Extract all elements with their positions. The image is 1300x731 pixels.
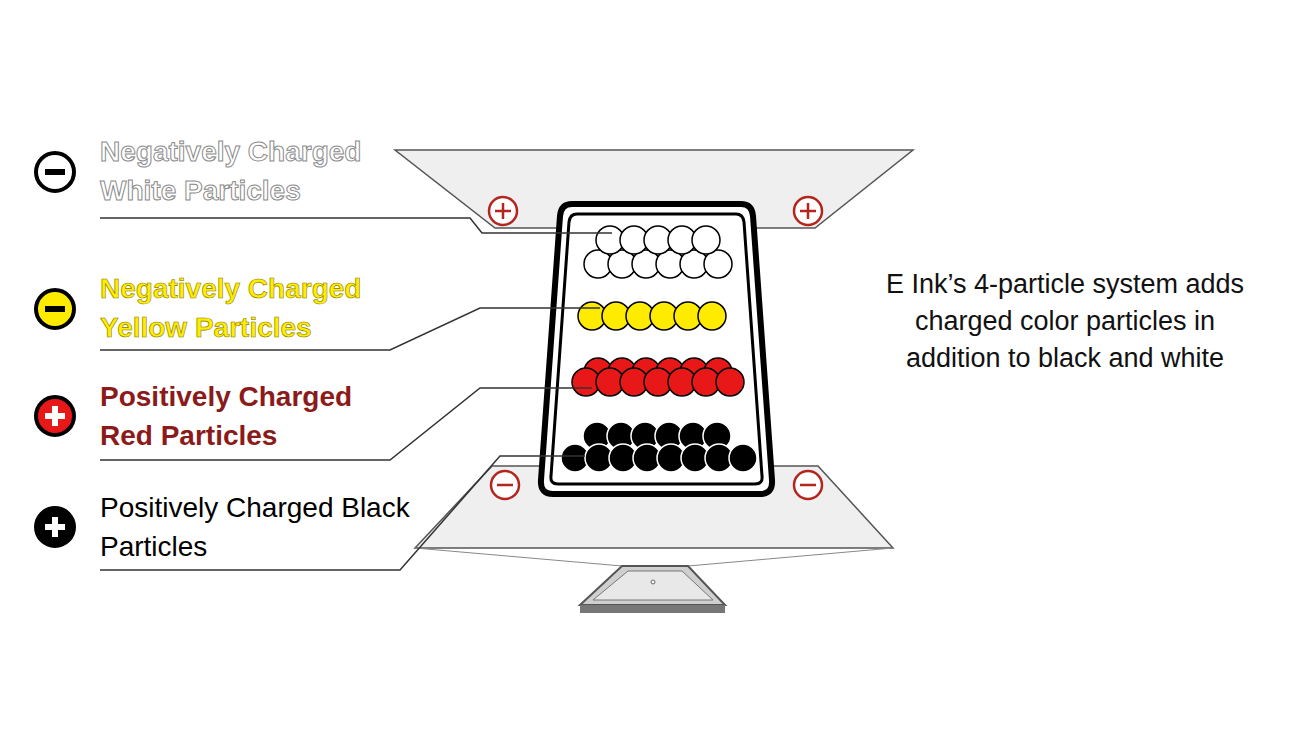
red-particle-label: Positively Charged Red Particles: [100, 377, 410, 455]
charge-icons: [36, 153, 74, 546]
particle: [698, 302, 726, 330]
tablet-dot: [651, 580, 655, 584]
negative-electrode-symbols: [491, 471, 822, 499]
particle-group: [561, 226, 757, 472]
tablet-base: [580, 605, 725, 613]
tablet-screen: [593, 571, 713, 600]
system-note: E Ink’s 4-particle system adds charged c…: [880, 266, 1250, 377]
white-particle-label: Negatively Charged White Particles: [100, 132, 410, 210]
leader-lines: [100, 218, 612, 570]
black-particle-label: Positively Charged Black Particles: [100, 488, 410, 566]
microcapsule-outer: [541, 204, 772, 494]
yellow-particle-label: Negatively Charged Yellow Particles: [100, 269, 410, 347]
tablet-device: [580, 566, 725, 605]
particle: [716, 368, 744, 396]
microcapsule-inner: [551, 214, 762, 484]
particle: [729, 444, 757, 472]
particle: [692, 226, 720, 254]
